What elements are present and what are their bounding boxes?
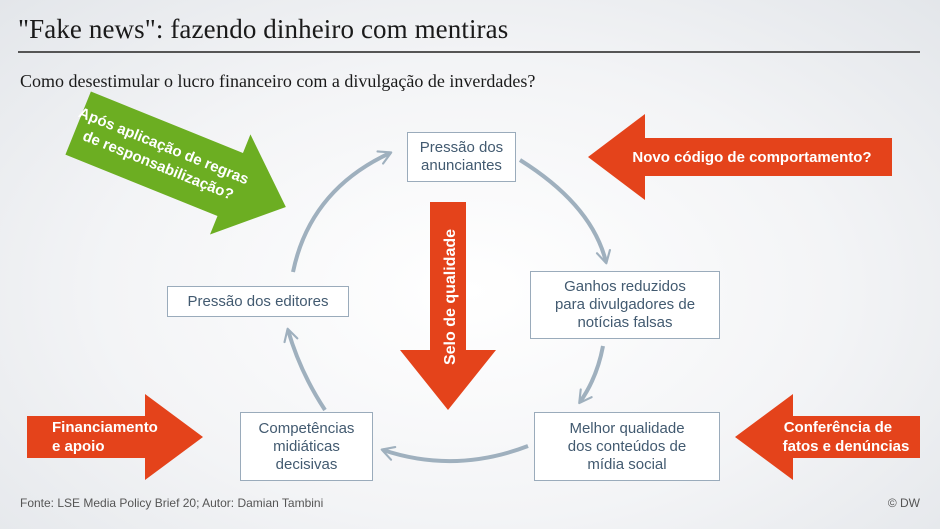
arrow-financiamento: Financiamento e apoio (27, 394, 203, 480)
page-subtitle: Como desestimular o lucro financeiro com… (20, 71, 536, 91)
arrow-conferencia-line-2: fatos e denúncias (783, 438, 910, 455)
svg-text:Financiamento e apoio: Financiamento e apoio (52, 419, 162, 455)
source-note: Fonte: LSE Media Policy Brief 20; Autor:… (20, 496, 324, 510)
box-ganhos-line-1: Ganhos reduzidos (564, 278, 686, 295)
box-competencias-line-2: midiáticas (273, 437, 340, 455)
box-qualidade-line-1: Melhor qualidade (569, 419, 685, 437)
arrow-financiamento-line-1: Financiamento (52, 419, 158, 436)
box-pressao-anunciantes: Pressão dos anunciantes (407, 132, 516, 182)
arrow-novo-codigo-label: Novo código de comportamento? (632, 149, 871, 166)
box-pressao-editores: Pressão dos editores (167, 286, 349, 317)
dw-credit: © DW (887, 496, 920, 510)
box-qualidade-line-3: mídia social (587, 455, 667, 473)
box-anunciantes-line-1: Pressão dos (419, 139, 504, 156)
arrow-conferencia: Conferência de fatos e denúncias (735, 394, 920, 480)
svg-text:Conferência de fatos e d: Conferência de fatos e denúncias (783, 419, 910, 455)
arrow-selo-qualidade: Selo de qualidade (400, 202, 496, 410)
cycle-arrow-competencias-editores (283, 327, 327, 412)
box-competencias-line-3: decisivas (275, 455, 338, 473)
cycle-arrow-anunciantes-ganhos (518, 158, 611, 265)
box-melhor-qualidade: Melhor qualidade dos conteúdos de mídia … (534, 412, 720, 481)
arrow-novo-codigo: Novo código de comportamento? (588, 114, 892, 200)
cycle-arrow-ganhos-qualidade (578, 345, 605, 405)
arrow-selo-label: Selo de qualidade (442, 229, 459, 365)
box-competencias-midiaticas: Competências midiáticas decisivas (240, 412, 373, 481)
page-title: "Fake news": fazendo dinheiro com mentir… (18, 14, 509, 44)
box-anunciantes-line-2: anunciantes (421, 157, 502, 174)
cycle-arrow-qualidade-competencias (380, 444, 529, 464)
box-qualidade-line-2: dos conteúdos de (567, 437, 687, 455)
box-ganhos-line-3: notícias falsas (577, 314, 673, 331)
title-divider (18, 51, 920, 53)
arrow-conferencia-line-1: Conferência de (784, 419, 892, 436)
box-ganhos-reduzidos: Ganhos reduzidos para divulgadores de no… (530, 271, 720, 339)
box-ganhos-line-2: para divulgadores de (554, 296, 696, 313)
cycle-arrow-editores-anunciantes (291, 150, 393, 273)
arrow-financiamento-line-2: e apoio (52, 438, 105, 455)
arrow-green-regras: Após aplicação de regras de responsabili… (65, 91, 286, 235)
box-competencias-line-1: Competências (258, 419, 355, 437)
box-editores-label: Pressão dos editores (187, 292, 329, 310)
